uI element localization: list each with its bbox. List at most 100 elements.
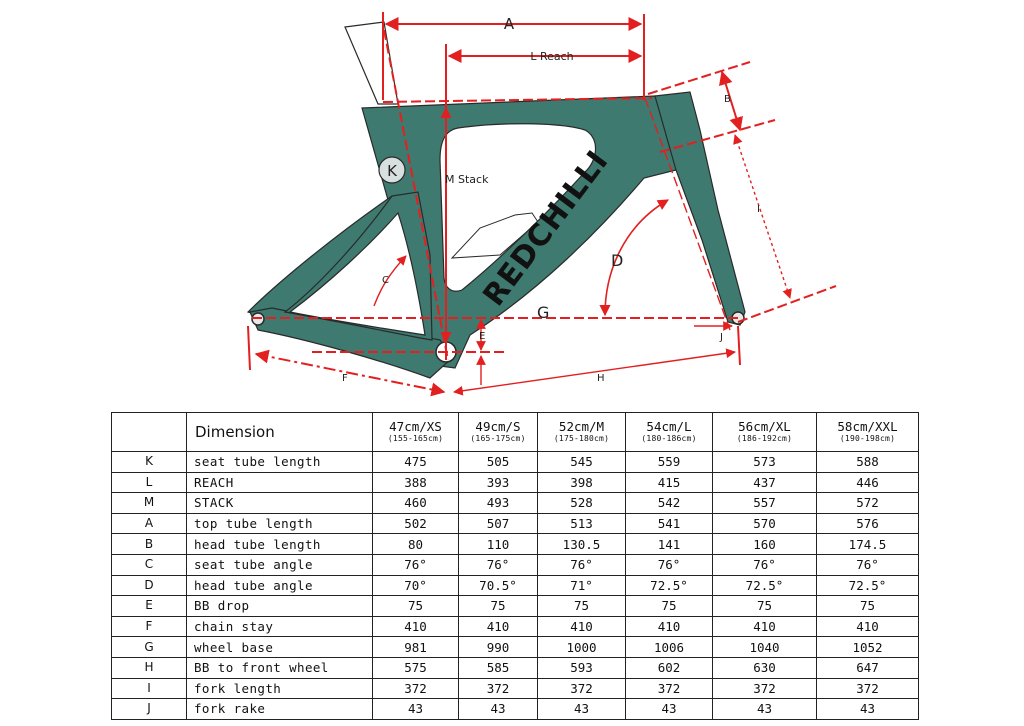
row-value: 1006 bbox=[625, 636, 713, 658]
row-value: 76° bbox=[372, 553, 459, 576]
row-value: 43 bbox=[816, 698, 919, 720]
row-value: 76° bbox=[625, 553, 713, 576]
row-value: 393 bbox=[458, 471, 538, 494]
row-value: 372 bbox=[372, 677, 459, 700]
label-j: J bbox=[719, 332, 723, 343]
row-value: 160 bbox=[712, 533, 817, 555]
row-value: 76° bbox=[458, 553, 538, 576]
row-dimension-name: head tube angle bbox=[186, 574, 373, 597]
row-value: 572 bbox=[816, 492, 919, 514]
row-value: 398 bbox=[537, 471, 626, 494]
row-value: 410 bbox=[458, 615, 538, 638]
row-dimension-name: STACK bbox=[186, 492, 373, 514]
label-b: B bbox=[724, 94, 731, 105]
row-value: 507 bbox=[458, 512, 538, 535]
row-value: 72.5° bbox=[816, 574, 919, 597]
row-value: 410 bbox=[625, 615, 713, 638]
row-value: 557 bbox=[712, 492, 817, 514]
header-size: 47cm/XS(155-165cm) bbox=[372, 412, 459, 452]
label-k: K bbox=[387, 162, 398, 180]
label-f: F bbox=[342, 373, 348, 384]
row-value: 528 bbox=[537, 492, 626, 514]
row-value: 110 bbox=[458, 533, 538, 555]
row-dimension-name: chain stay bbox=[186, 615, 373, 638]
row-value: 541 bbox=[625, 512, 713, 535]
row-value: 1040 bbox=[712, 636, 817, 658]
row-value: 602 bbox=[625, 656, 713, 679]
row-value: 593 bbox=[537, 656, 626, 679]
row-value: 575 bbox=[372, 656, 459, 679]
row-value: 372 bbox=[816, 677, 919, 700]
row-key: H bbox=[111, 656, 187, 679]
row-dimension-name: seat tube angle bbox=[186, 553, 373, 576]
label-i: I bbox=[757, 204, 760, 215]
row-value: 437 bbox=[712, 471, 817, 494]
label-c: C bbox=[382, 275, 389, 286]
row-value: 1052 bbox=[816, 636, 919, 658]
row-dimension-name: fork length bbox=[186, 677, 373, 700]
row-dimension-name: BB drop bbox=[186, 595, 373, 617]
row-value: 75 bbox=[372, 595, 459, 617]
row-value: 43 bbox=[458, 698, 538, 720]
row-value: 72.5° bbox=[712, 574, 817, 597]
row-value: 630 bbox=[712, 656, 817, 679]
row-value: 76° bbox=[712, 553, 817, 576]
row-dimension-name: fork rake bbox=[186, 698, 373, 720]
row-key: E bbox=[111, 595, 187, 617]
label-e: E bbox=[479, 331, 485, 342]
row-value: 388 bbox=[372, 471, 459, 494]
row-value: 71° bbox=[537, 574, 626, 597]
row-dimension-name: head tube length bbox=[186, 533, 373, 555]
header-size: 52cm/M(175-180cm) bbox=[537, 412, 626, 452]
label-d: D bbox=[611, 251, 623, 270]
row-value: 415 bbox=[625, 471, 713, 494]
row-value: 72.5° bbox=[625, 574, 713, 597]
row-key: A bbox=[111, 512, 187, 535]
row-dimension-name: REACH bbox=[186, 471, 373, 494]
row-value: 493 bbox=[458, 492, 538, 514]
row-key: M bbox=[111, 492, 187, 514]
row-key: J bbox=[111, 698, 187, 720]
table-header-row: Dimension 47cm/XS(155-165cm) 49cm/S(165-… bbox=[111, 412, 919, 452]
frame-geometry-diagram: REDCHILLI K bbox=[246, 12, 837, 397]
row-value: 460 bbox=[372, 492, 459, 514]
row-value: 475 bbox=[372, 451, 459, 473]
row-value: 570 bbox=[712, 512, 817, 535]
row-value: 545 bbox=[537, 451, 626, 473]
row-value: 43 bbox=[372, 698, 459, 720]
row-value: 585 bbox=[458, 656, 538, 679]
row-key: L bbox=[111, 471, 187, 494]
row-value: 372 bbox=[458, 677, 538, 700]
rear-triangle-cutout bbox=[288, 211, 426, 336]
row-value: 75 bbox=[712, 595, 817, 617]
row-value: 990 bbox=[458, 636, 538, 658]
row-dimension-name: BB to front wheel bbox=[186, 656, 373, 679]
row-key: B bbox=[111, 533, 187, 555]
header-size: 49cm/S(165-175cm) bbox=[458, 412, 538, 452]
row-value: 559 bbox=[625, 451, 713, 473]
row-value: 141 bbox=[625, 533, 713, 555]
label-g: G bbox=[537, 303, 549, 322]
row-value: 513 bbox=[537, 512, 626, 535]
k-badge bbox=[378, 156, 406, 184]
row-value: 76° bbox=[537, 553, 626, 576]
geometry-table: Dimension 47cm/XS(155-165cm) 49cm/S(165-… bbox=[111, 412, 919, 720]
row-value: 505 bbox=[458, 451, 538, 473]
row-value: 502 bbox=[372, 512, 459, 535]
row-value: 588 bbox=[816, 451, 919, 473]
row-value: 410 bbox=[537, 615, 626, 638]
row-value: 573 bbox=[712, 451, 817, 473]
row-value: 981 bbox=[372, 636, 459, 658]
row-value: 372 bbox=[712, 677, 817, 700]
row-key: G bbox=[111, 636, 187, 658]
label-m-stack: M Stack bbox=[445, 173, 489, 186]
row-key: K bbox=[111, 451, 187, 473]
row-key: D bbox=[111, 574, 187, 597]
row-key: I bbox=[111, 677, 187, 700]
